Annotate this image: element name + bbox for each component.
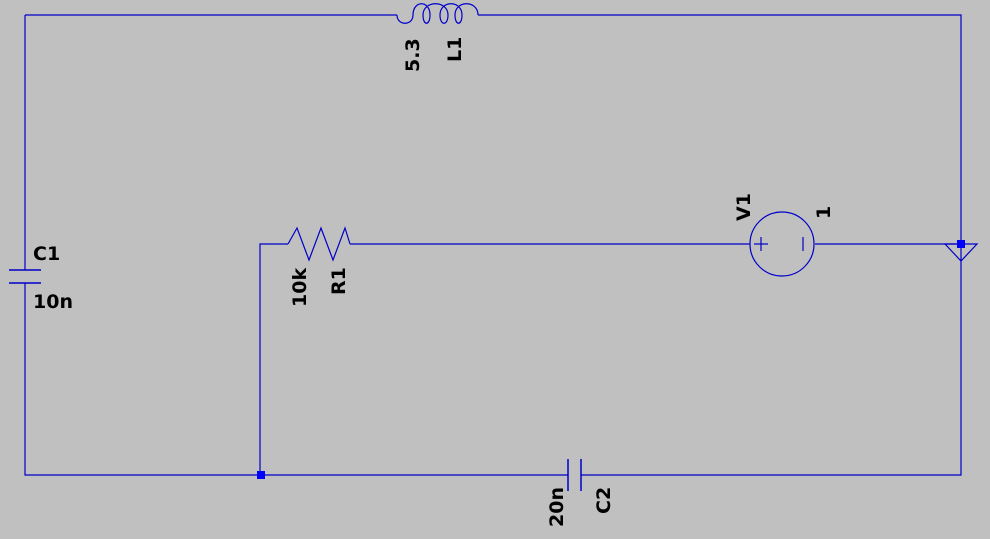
voltage-source-v1[interactable]: [749, 211, 815, 277]
c2-ref-label: C2: [593, 487, 615, 514]
inductor-l1[interactable]: [396, 3, 479, 24]
l1-ref-label: L1: [444, 37, 466, 62]
junction-dot: [257, 471, 265, 479]
wires: [24, 14, 962, 476]
resistor-r1[interactable]: [287, 226, 351, 262]
c1-value-label: 10n: [33, 291, 73, 313]
wire-bottom-right: [581, 244, 962, 476]
r1-ref-label: R1: [328, 267, 350, 295]
capacitor-c2[interactable]: [567, 459, 582, 491]
wire-top-right: [478, 14, 962, 244]
v1-ref-label: V1: [733, 193, 755, 221]
wire-inner-left: [259, 243, 288, 475]
c2-value-label: 20n: [546, 487, 568, 527]
v1-value-label: 1: [813, 206, 835, 219]
c1-ref-label: C1: [33, 243, 60, 265]
wire-left-lower: [24, 283, 568, 476]
r1-value-label: 10k: [289, 268, 311, 307]
l1-value-label: 5.3: [402, 38, 424, 72]
junction-dot: [957, 240, 965, 248]
capacitor-c1[interactable]: [9, 269, 41, 284]
